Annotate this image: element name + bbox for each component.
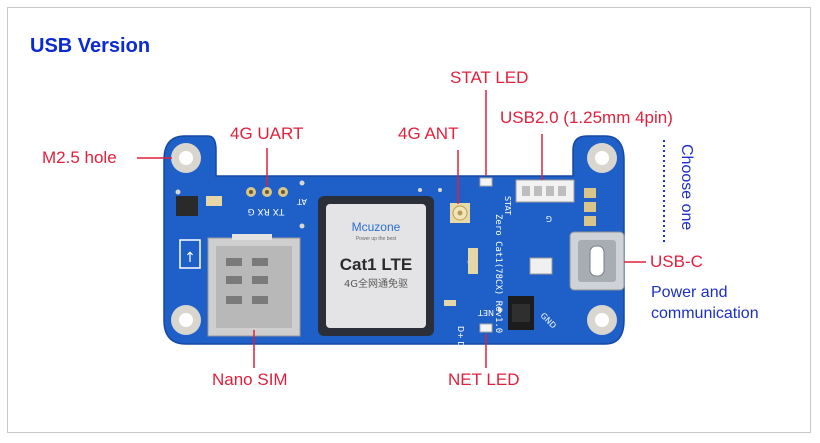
label-nano-sim: Nano SIM — [212, 370, 288, 389]
silk-net: NET — [478, 308, 494, 317]
silk-revision: Zero Cat1(78CX) Rev1.0 — [493, 214, 503, 333]
module-title: Cat1 LTE — [340, 255, 412, 274]
silk-g-top: G — [546, 214, 552, 223]
antenna-connector — [450, 203, 470, 223]
label-choose-one: Choose one — [678, 144, 695, 231]
module-tagline: Power up the best — [356, 236, 397, 242]
mounting-hole-bottom-left — [171, 305, 201, 335]
mounting-hole-top-right — [587, 143, 617, 173]
label-m25-hole: M2.5 hole — [42, 148, 117, 167]
figure-frame — [7, 7, 811, 433]
label-usb-c: USB-C — [650, 252, 703, 271]
label-stat-led: STAT LED — [450, 68, 529, 87]
right-header — [584, 188, 596, 226]
label-power-communication: Power and communication — [651, 282, 759, 324]
figure-title: USB Version — [30, 35, 151, 57]
label-power-line1: Power and — [651, 284, 728, 301]
silk-uart: TX RX G — [248, 206, 286, 216]
mounting-hole-top-left — [171, 143, 201, 173]
label-4g-ant: 4G ANT — [398, 124, 459, 143]
module-brand: Mcuzone — [352, 220, 401, 234]
usb20-4pin-connector — [515, 179, 575, 203]
chip-left — [176, 196, 198, 216]
net-led — [479, 323, 493, 333]
silk-dp: D+ D- — [456, 326, 465, 351]
uart-header — [246, 187, 288, 197]
module-subtitle: 4G全网通免驱 — [344, 277, 408, 290]
silk-stat: STAT — [503, 196, 512, 215]
nano-sim-slot — [207, 234, 301, 337]
cat1-lte-module: Mcuzone Power up the best Cat1 LTE 4G全网通… — [318, 196, 434, 336]
silk-at: AT — [297, 197, 307, 206]
usb-c-port — [569, 231, 625, 291]
label-power-line2: communication — [651, 305, 759, 322]
mounting-hole-bottom-right — [587, 305, 617, 335]
label-usb20: USB2.0 (1.25mm 4pin) — [500, 108, 673, 127]
svg-text:↑: ↑ — [184, 250, 196, 266]
stat-led — [479, 177, 493, 187]
callout-leaders — [137, 90, 646, 368]
label-net-led: NET LED — [448, 370, 520, 389]
label-4g-uart: 4G UART — [230, 124, 304, 143]
